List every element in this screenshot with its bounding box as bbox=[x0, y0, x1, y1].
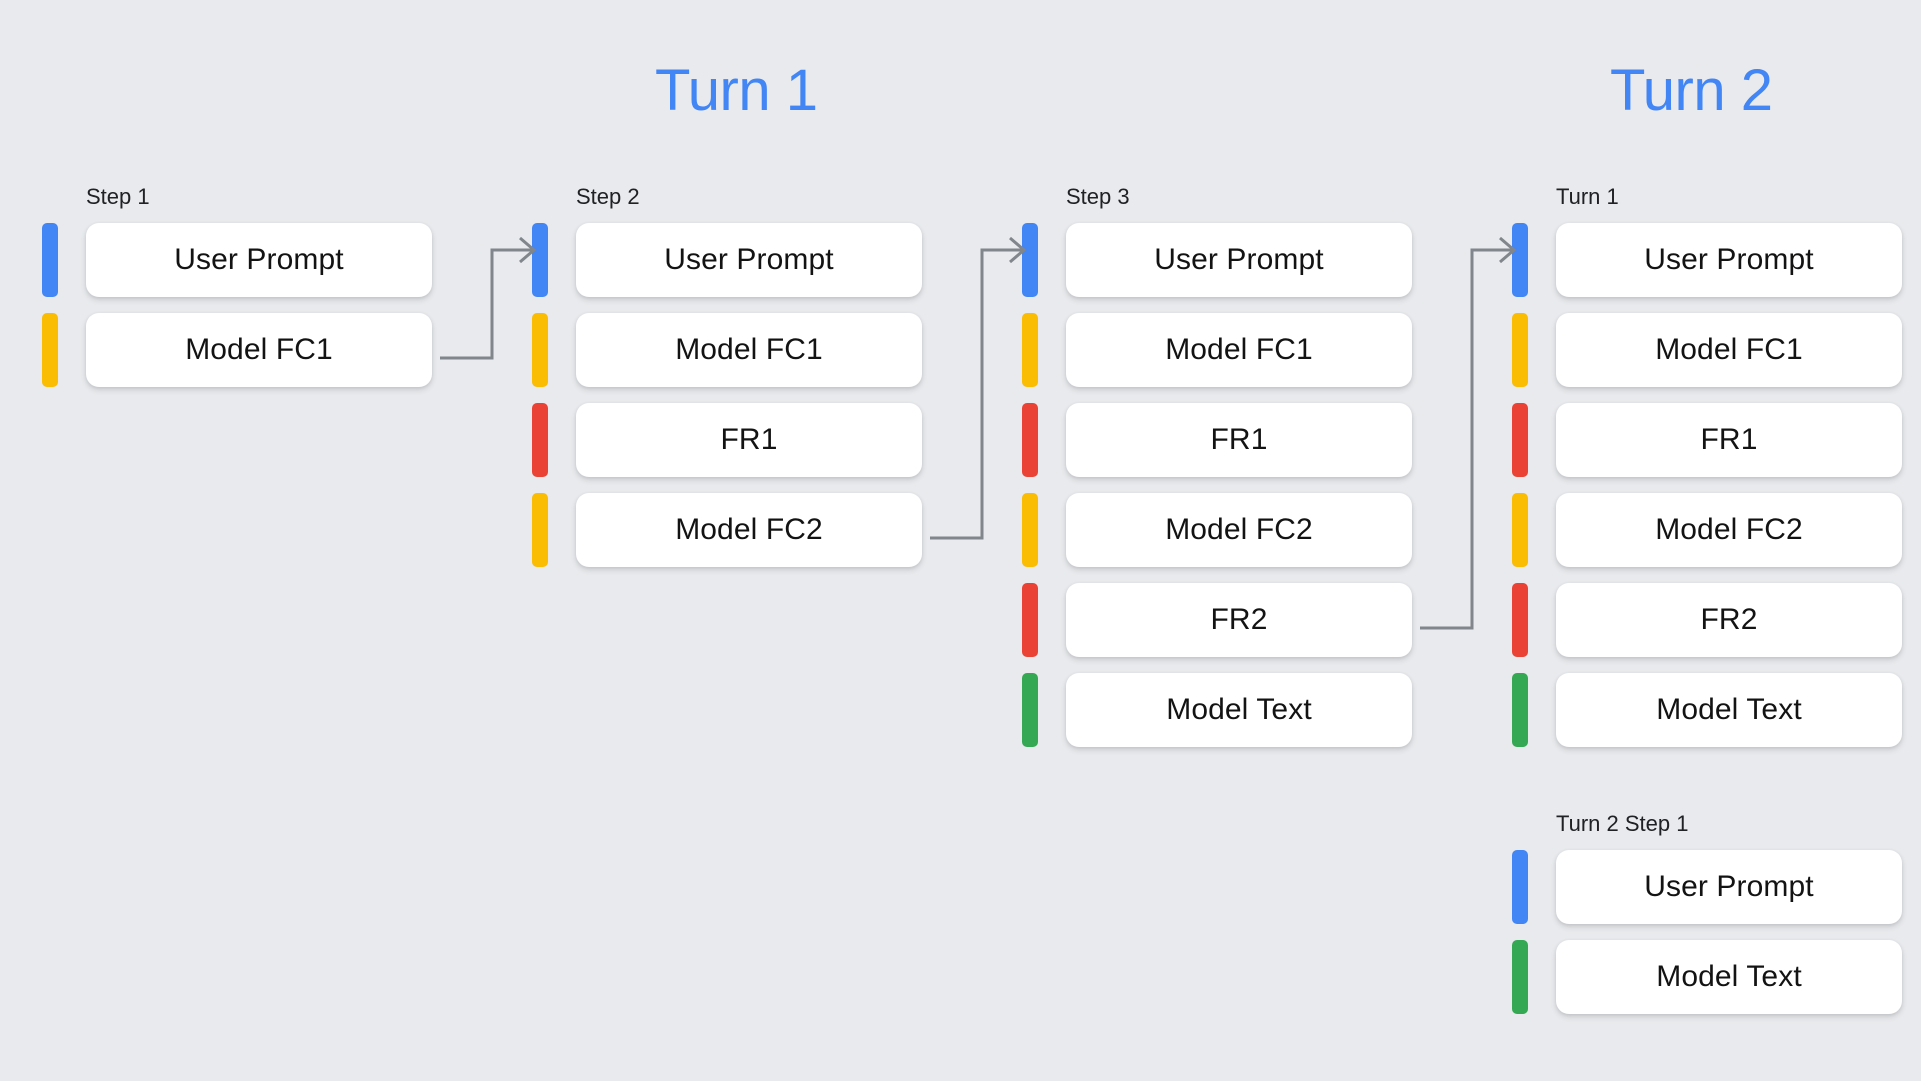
connector-arrow-step2-to-step3 bbox=[930, 236, 1027, 540]
row-fr1[interactable]: FR1 bbox=[1512, 403, 1912, 478]
row-user-prompt[interactable]: User Prompt bbox=[42, 223, 442, 298]
row-model-fc2[interactable]: Model FC2 bbox=[1512, 493, 1912, 568]
status-bar-green-icon bbox=[1512, 940, 1528, 1015]
card-label: Model FC1 bbox=[675, 333, 823, 367]
status-bar-yellow-icon bbox=[1512, 313, 1528, 388]
card-label: User Prompt bbox=[1644, 243, 1814, 277]
card-user-prompt[interactable]: User Prompt bbox=[1556, 850, 1902, 925]
card-label: Model FC2 bbox=[675, 513, 823, 547]
column-label-step-1: Step 1 bbox=[86, 184, 150, 209]
status-bar-red-icon bbox=[1512, 583, 1528, 658]
card-label: User Prompt bbox=[1154, 243, 1324, 277]
row-model-fc2[interactable]: Model FC2 bbox=[532, 493, 932, 568]
row-model-text[interactable]: Model Text bbox=[1022, 673, 1422, 748]
card-label: FR1 bbox=[1210, 423, 1268, 457]
card-label: Model FC1 bbox=[1655, 333, 1803, 367]
column-turn-1: Turn 1 User Prompt Model FC1 FR1 Model F… bbox=[1512, 184, 1912, 748]
card-model-fc1[interactable]: Model FC1 bbox=[1066, 313, 1412, 388]
card-model-fc1[interactable]: Model FC1 bbox=[86, 313, 432, 388]
card-label: Model FC2 bbox=[1655, 513, 1803, 547]
column-turn-2-step-1: Turn 2 Step 1 User Prompt Model Text bbox=[1512, 811, 1912, 1015]
card-label: FR2 bbox=[1700, 603, 1758, 637]
status-bar-red-icon bbox=[1022, 403, 1038, 478]
column-step-2: Step 2 User Prompt Model FC1 FR1 Model F… bbox=[532, 184, 932, 568]
card-user-prompt[interactable]: User Prompt bbox=[86, 223, 432, 298]
card-label: User Prompt bbox=[664, 243, 834, 277]
status-bar-red-icon bbox=[532, 403, 548, 478]
row-model-fc1[interactable]: Model FC1 bbox=[1512, 313, 1912, 388]
card-fr2[interactable]: FR2 bbox=[1066, 583, 1412, 658]
status-bar-blue-icon bbox=[1512, 223, 1528, 298]
card-user-prompt[interactable]: User Prompt bbox=[1066, 223, 1412, 298]
status-bar-red-icon bbox=[1512, 403, 1528, 478]
status-bar-yellow-icon bbox=[532, 493, 548, 568]
card-label: Model Text bbox=[1656, 960, 1802, 994]
connector-arrow-step3-to-turn1 bbox=[1420, 236, 1517, 630]
status-bar-blue-icon bbox=[532, 223, 548, 298]
row-fr2[interactable]: FR2 bbox=[1512, 583, 1912, 658]
card-fr1[interactable]: FR1 bbox=[1556, 403, 1902, 478]
column-label-step-2: Step 2 bbox=[576, 184, 640, 209]
row-model-fc1[interactable]: Model FC1 bbox=[42, 313, 442, 388]
card-label: FR2 bbox=[1210, 603, 1268, 637]
status-bar-blue-icon bbox=[1022, 223, 1038, 298]
card-model-text[interactable]: Model Text bbox=[1066, 673, 1412, 748]
status-bar-blue-icon bbox=[1512, 850, 1528, 925]
status-bar-yellow-icon bbox=[1022, 493, 1038, 568]
row-model-fc2[interactable]: Model FC2 bbox=[1022, 493, 1422, 568]
card-label: Model FC1 bbox=[1165, 333, 1313, 367]
column-label-turn-1: Turn 1 bbox=[1556, 184, 1619, 209]
row-user-prompt[interactable]: User Prompt bbox=[1512, 223, 1912, 298]
status-bar-yellow-icon bbox=[1022, 313, 1038, 388]
card-label: User Prompt bbox=[174, 243, 344, 277]
card-fr1[interactable]: FR1 bbox=[1066, 403, 1412, 478]
column-label-step-3: Step 3 bbox=[1066, 184, 1130, 209]
card-label: FR1 bbox=[1700, 423, 1758, 457]
card-label: User Prompt bbox=[1644, 870, 1814, 904]
card-label: FR1 bbox=[720, 423, 778, 457]
status-bar-green-icon bbox=[1022, 673, 1038, 748]
card-fr2[interactable]: FR2 bbox=[1556, 583, 1902, 658]
row-model-text[interactable]: Model Text bbox=[1512, 940, 1912, 1015]
card-model-fc1[interactable]: Model FC1 bbox=[1556, 313, 1902, 388]
row-fr1[interactable]: FR1 bbox=[1022, 403, 1422, 478]
row-user-prompt[interactable]: User Prompt bbox=[1022, 223, 1422, 298]
status-bar-red-icon bbox=[1022, 583, 1038, 658]
turn-1-heading: Turn 1 bbox=[655, 58, 818, 123]
card-label: Model FC2 bbox=[1165, 513, 1313, 547]
card-model-text[interactable]: Model Text bbox=[1556, 673, 1902, 748]
column-step-3: Step 3 User Prompt Model FC1 FR1 Model F… bbox=[1022, 184, 1422, 748]
card-label: Model FC1 bbox=[185, 333, 333, 367]
row-user-prompt[interactable]: User Prompt bbox=[532, 223, 932, 298]
status-bar-green-icon bbox=[1512, 673, 1528, 748]
card-fr1[interactable]: FR1 bbox=[576, 403, 922, 478]
row-model-text[interactable]: Model Text bbox=[1512, 673, 1912, 748]
connector-arrow-step1-to-step2 bbox=[440, 236, 537, 360]
row-model-fc1[interactable]: Model FC1 bbox=[532, 313, 932, 388]
status-bar-blue-icon bbox=[42, 223, 58, 298]
card-model-fc2[interactable]: Model FC2 bbox=[576, 493, 922, 568]
card-model-text[interactable]: Model Text bbox=[1556, 940, 1902, 1015]
row-fr2[interactable]: FR2 bbox=[1022, 583, 1422, 658]
turn-2-heading: Turn 2 bbox=[1610, 58, 1773, 123]
status-bar-yellow-icon bbox=[1512, 493, 1528, 568]
card-user-prompt[interactable]: User Prompt bbox=[576, 223, 922, 298]
row-model-fc1[interactable]: Model FC1 bbox=[1022, 313, 1422, 388]
card-model-fc1[interactable]: Model FC1 bbox=[576, 313, 922, 388]
row-fr1[interactable]: FR1 bbox=[532, 403, 932, 478]
card-label: Model Text bbox=[1166, 693, 1312, 727]
status-bar-yellow-icon bbox=[42, 313, 58, 388]
card-model-fc2[interactable]: Model FC2 bbox=[1556, 493, 1902, 568]
column-label-turn-2-step-1: Turn 2 Step 1 bbox=[1556, 811, 1689, 836]
row-user-prompt[interactable]: User Prompt bbox=[1512, 850, 1912, 925]
card-user-prompt[interactable]: User Prompt bbox=[1556, 223, 1902, 298]
card-model-fc2[interactable]: Model FC2 bbox=[1066, 493, 1412, 568]
card-label: Model Text bbox=[1656, 693, 1802, 727]
status-bar-yellow-icon bbox=[532, 313, 548, 388]
column-step-1: Step 1 User Prompt Model FC1 bbox=[42, 184, 442, 388]
